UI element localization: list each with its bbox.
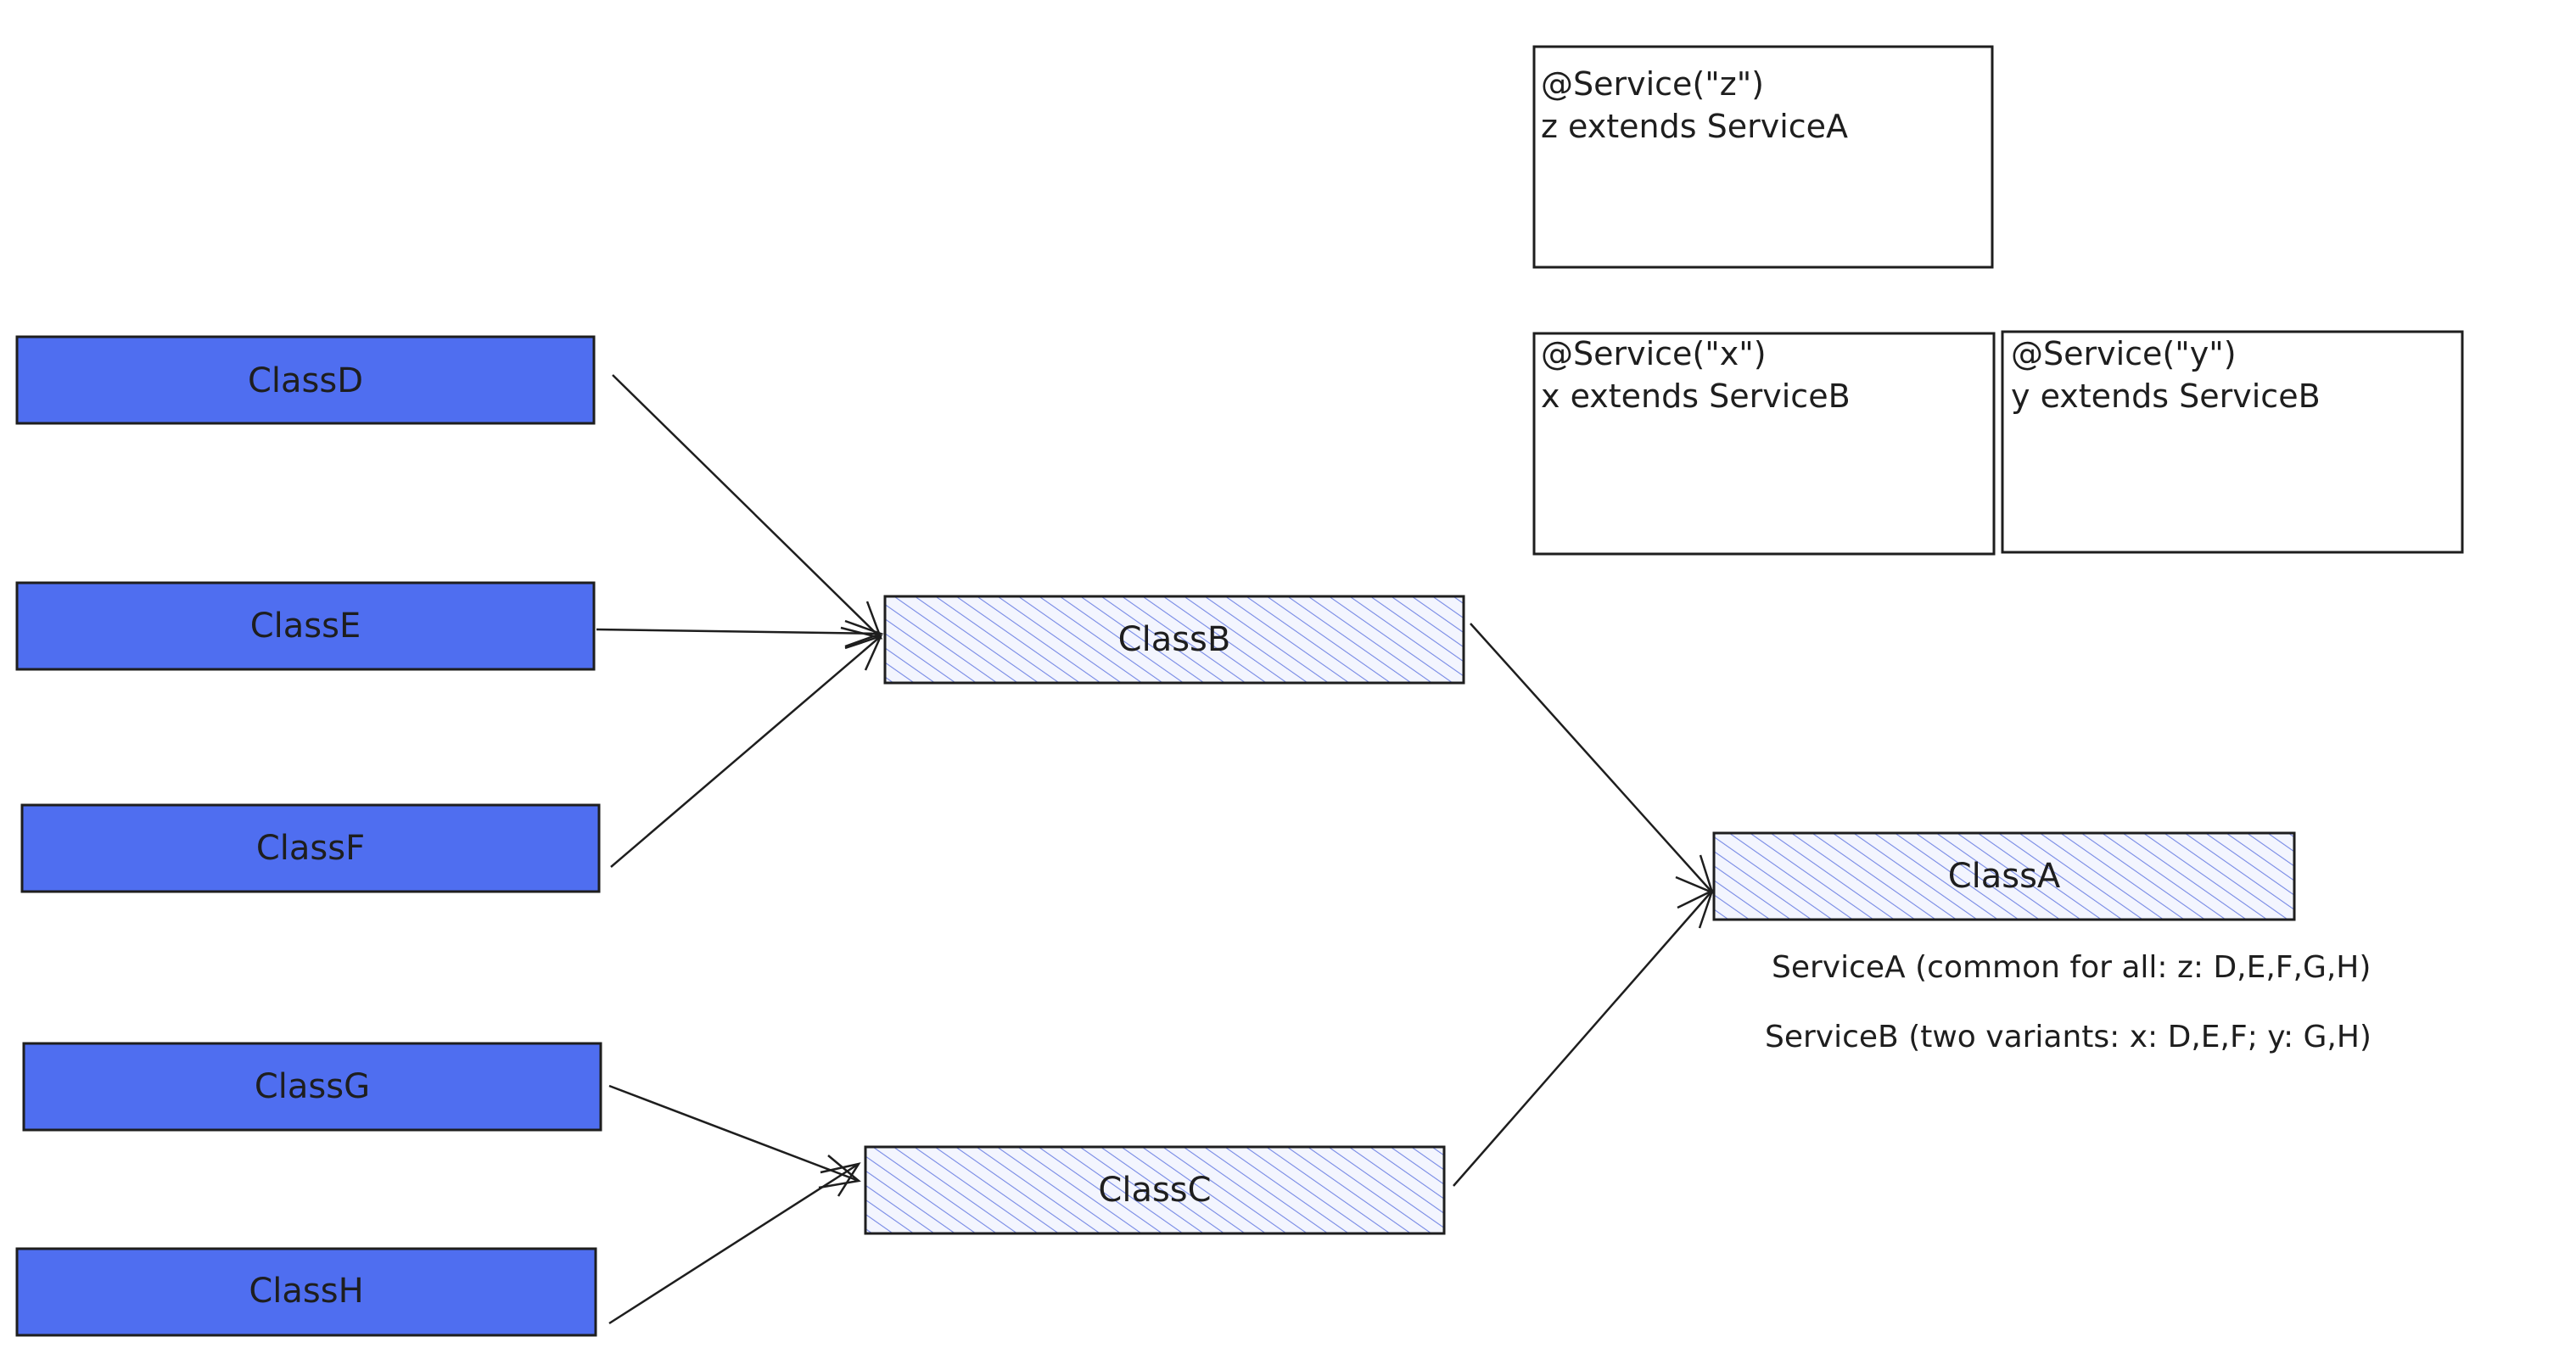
node-class-a[interactable]: ClassA [1712,831,2296,921]
edge-g-to-c [608,1084,861,1189]
node-class-c[interactable]: ClassC [864,1145,1446,1235]
annotation-service-a: ServiceA (common for all: z: D,E,F,G,H) [1772,950,2371,985]
edge-h-to-c [608,1162,861,1325]
note-service-z-line1: @Service("z") [1541,65,1764,103]
edge-b-to-a [1470,623,1715,895]
note-service-x[interactable]: @Service("x") x extends ServiceB [1532,332,1996,556]
node-class-f-label: ClassF [256,829,365,868]
node-class-d-label: ClassD [248,361,363,400]
note-service-y-line2: y extends ServiceB [2011,378,2321,415]
note-service-x-line2: x extends ServiceB [1541,378,1851,415]
note-service-x-line1: @Service("x") [1541,335,1767,372]
note-service-y[interactable]: @Service("y") y extends ServiceB [2001,330,2464,554]
node-class-f[interactable]: ClassF [20,803,601,893]
node-class-c-label: ClassC [1098,1171,1211,1210]
node-class-e[interactable]: ClassE [15,581,596,671]
node-class-g-label: ClassG [255,1067,370,1106]
edge-e-to-b [596,619,884,648]
node-class-b[interactable]: ClassB [883,595,1465,685]
note-service-z[interactable]: @Service("z") z extends ServiceA [1532,45,1994,269]
edge-d-to-b [612,374,883,640]
note-service-y-line1: @Service("y") [2011,335,2237,372]
node-class-h[interactable]: ClassH [15,1247,597,1337]
node-class-d[interactable]: ClassD [15,335,596,425]
edge-c-to-a [1453,888,1715,1187]
annotation-service-b: ServiceB (two variants: x: D,E,F; y: G,H… [1765,1020,2372,1054]
note-service-z-line2: z extends ServiceA [1541,108,1848,145]
edge-f-to-b [610,634,883,868]
node-class-b-label: ClassB [1118,620,1231,659]
node-class-a-label: ClassA [1948,857,2061,896]
node-class-h-label: ClassH [249,1272,363,1311]
node-class-e-label: ClassE [250,607,361,646]
node-class-g[interactable]: ClassG [22,1042,602,1132]
